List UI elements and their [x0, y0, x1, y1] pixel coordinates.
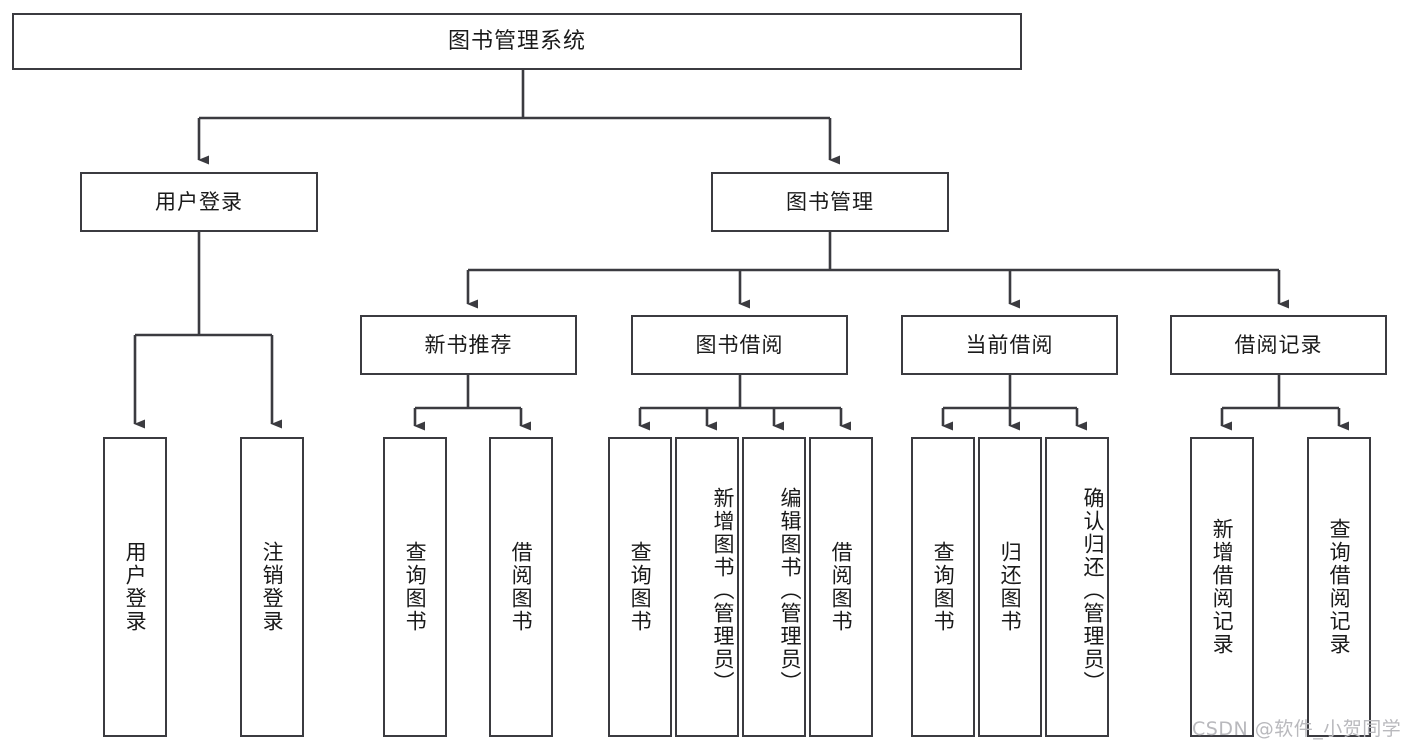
node-current-borrow[interactable]: 当前借阅 — [901, 315, 1118, 375]
leaf-query-book-1[interactable]: 查询图书 — [383, 437, 447, 737]
node-new-book-recommend[interactable]: 新书推荐 — [360, 315, 577, 375]
node-current-borrow-label: 当前借阅 — [965, 332, 1054, 357]
leaf-edit-book[interactable]: 编辑图书（管理员） — [742, 437, 806, 737]
leaf-add-record-label: 新增借阅记录 — [1210, 518, 1235, 656]
leaf-query-record[interactable]: 查询借阅记录 — [1307, 437, 1371, 737]
leaf-query-book-3[interactable]: 查询图书 — [911, 437, 975, 737]
leaf-user-logout[interactable]: 注销登录 — [240, 437, 304, 737]
node-user-login[interactable]: 用户登录 — [80, 172, 318, 232]
leaf-borrow-book-2[interactable]: 借阅图书 — [809, 437, 873, 737]
node-book-manage[interactable]: 图书管理 — [711, 172, 949, 232]
leaf-add-book[interactable]: 新增图书（管理员） — [675, 437, 739, 737]
leaf-user-logout-label: 注销登录 — [260, 541, 285, 633]
node-borrow-record-label: 借阅记录 — [1234, 332, 1323, 357]
leaf-borrow-book-1-label: 借阅图书 — [509, 541, 534, 633]
node-root-label: 图书管理系统 — [447, 28, 586, 54]
node-root[interactable]: 图书管理系统 — [12, 13, 1022, 70]
node-borrow-record[interactable]: 借阅记录 — [1170, 315, 1387, 375]
leaf-return-book-label: 归还图书 — [998, 541, 1023, 633]
node-book-borrow-label: 图书借阅 — [695, 332, 784, 357]
node-book-manage-label: 图书管理 — [786, 189, 874, 214]
node-user-login-label: 用户登录 — [155, 189, 243, 214]
leaf-edit-book-label: 编辑图书（管理员） — [778, 486, 802, 694]
leaf-borrow-book-2-label: 借阅图书 — [829, 541, 854, 633]
leaf-user-login-label: 用户登录 — [123, 541, 148, 633]
leaf-query-book-2-label: 查询图书 — [628, 541, 653, 633]
leaf-add-book-label: 新增图书（管理员） — [711, 486, 735, 694]
leaf-return-book[interactable]: 归还图书 — [978, 437, 1042, 737]
leaf-add-record[interactable]: 新增借阅记录 — [1190, 437, 1254, 737]
leaf-confirm-return-label: 确认归还（管理员） — [1081, 486, 1105, 694]
node-new-book-recommend-label: 新书推荐 — [424, 332, 513, 357]
leaf-query-book-3-label: 查询图书 — [931, 541, 956, 633]
leaf-query-record-label: 查询借阅记录 — [1327, 518, 1352, 656]
leaf-confirm-return[interactable]: 确认归还（管理员） — [1045, 437, 1109, 737]
leaf-query-book-2[interactable]: 查询图书 — [608, 437, 672, 737]
watermark: CSDN @软件_小贺同学 — [1192, 718, 1402, 740]
leaf-query-book-1-label: 查询图书 — [403, 541, 428, 633]
node-book-borrow[interactable]: 图书借阅 — [631, 315, 848, 375]
leaf-borrow-book-1[interactable]: 借阅图书 — [489, 437, 553, 737]
leaf-user-login[interactable]: 用户登录 — [103, 437, 167, 737]
